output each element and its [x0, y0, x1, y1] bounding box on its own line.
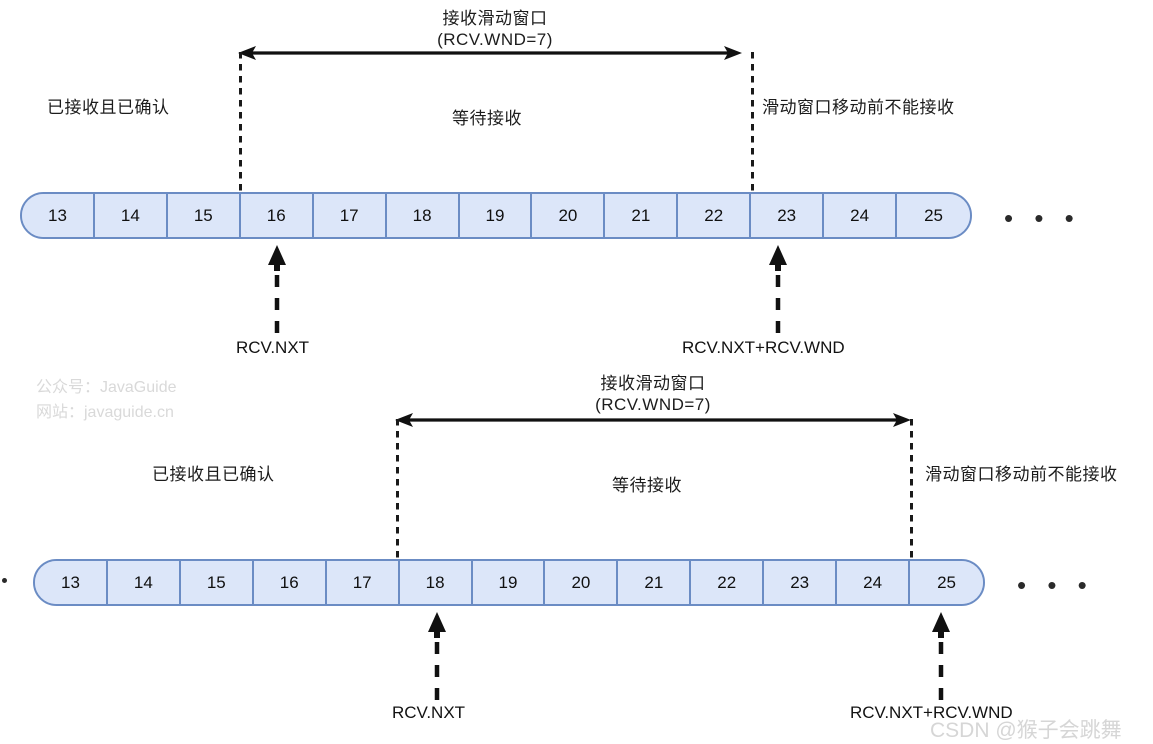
bottom-sequence-cell: 15 — [180, 561, 254, 604]
bottom-rcvnxt-pointer-arrow — [426, 612, 448, 704]
javaguide-watermark-line1: 公众号：JavaGuide — [36, 379, 177, 396]
bottom-leading-ellipsis — [2, 578, 7, 583]
top-rcvnxt-plus-wnd-pointer-arrow — [767, 245, 789, 337]
bottom-trailing-ellipsis: • • • — [1017, 570, 1094, 600]
bottom-sequence-cell: 18 — [399, 561, 473, 604]
bottom-region-waiting-label: 等待接收 — [612, 476, 682, 495]
bottom-window-title-line2: (RCV.WND=7) — [595, 395, 711, 414]
bottom-sequence-cell: 25 — [910, 561, 983, 604]
bottom-region-acked-label: 已接收且已确认 — [152, 465, 275, 484]
bottom-sequence-cell: 17 — [326, 561, 400, 604]
csdn-watermark: CSDN @猴子会跳舞 — [930, 719, 1122, 742]
top-sequence-cell: 20 — [532, 194, 606, 237]
bottom-sequence-cell: 23 — [764, 561, 838, 604]
top-rcvnxt-label: RCV.NXT — [236, 338, 310, 357]
top-sequence-cell: 13 — [22, 194, 95, 237]
top-window-title-line1: 接收滑动窗口 — [442, 9, 548, 28]
bottom-window-start-guide — [396, 419, 399, 562]
top-region-acked-label: 已接收且已确认 — [47, 98, 170, 117]
bottom-window-title-line1: 接收滑动窗口 — [600, 374, 706, 393]
bottom-window-span-arrow — [393, 411, 915, 429]
top-window-title-line2: (RCV.WND=7) — [437, 30, 553, 49]
bottom-region-blocked-label: 滑动窗口移动前不能接收 — [925, 465, 1118, 484]
javaguide-watermark: 公众号：JavaGuide 网站：javaguide.cn — [36, 375, 177, 425]
top-sequence-cell: 17 — [313, 194, 387, 237]
top-sequence-cell: 16 — [240, 194, 314, 237]
bottom-window-end-guide — [910, 419, 913, 562]
top-region-waiting-label: 等待接收 — [452, 109, 522, 128]
bottom-rcvnxt-plus-wnd-pointer-arrow — [930, 612, 952, 704]
top-region-blocked-label: 滑动窗口移动前不能接收 — [762, 98, 955, 117]
top-sequence-cell: 23 — [751, 194, 825, 237]
bottom-rcvnxt-plus-wnd-label: RCV.NXT+RCV.WND — [850, 703, 1013, 722]
top-sequence-cell: 14 — [94, 194, 168, 237]
top-sequence-cell: 21 — [605, 194, 679, 237]
top-sequence-cell: 15 — [167, 194, 241, 237]
bottom-sequence-cell: 16 — [253, 561, 327, 604]
top-rcvnxt-plus-wnd-label: RCV.NXT+RCV.WND — [682, 338, 845, 357]
top-sequence-cell: 18 — [386, 194, 460, 237]
bottom-sequence-cell: 19 — [472, 561, 546, 604]
bottom-sequence-cell: 13 — [35, 561, 108, 604]
bottom-sequence-cell: 24 — [837, 561, 911, 604]
top-rcvnxt-pointer-arrow — [266, 245, 288, 337]
bottom-sequence-cell: 21 — [618, 561, 692, 604]
bottom-sequence-cell: 22 — [691, 561, 765, 604]
top-window-start-guide — [239, 52, 242, 195]
bottom-sequence-cell: 20 — [545, 561, 619, 604]
top-window-title: 接收滑动窗口 (RCV.WND=7) — [390, 8, 600, 50]
top-sequence-cell: 19 — [459, 194, 533, 237]
top-sequence-cell: 22 — [678, 194, 752, 237]
bottom-rcvnxt-label: RCV.NXT — [392, 703, 466, 722]
top-sequence-cell: 25 — [897, 194, 970, 237]
top-trailing-ellipsis: • • • — [1004, 203, 1081, 233]
javaguide-watermark-line2: 网站：javaguide.cn — [36, 404, 174, 421]
top-window-span-arrow — [236, 44, 746, 62]
top-window-end-guide — [751, 52, 754, 195]
top-sequence-cell: 24 — [824, 194, 898, 237]
bottom-window-title: 接收滑动窗口 (RCV.WND=7) — [548, 373, 758, 415]
bottom-sequence-cell: 14 — [107, 561, 181, 604]
